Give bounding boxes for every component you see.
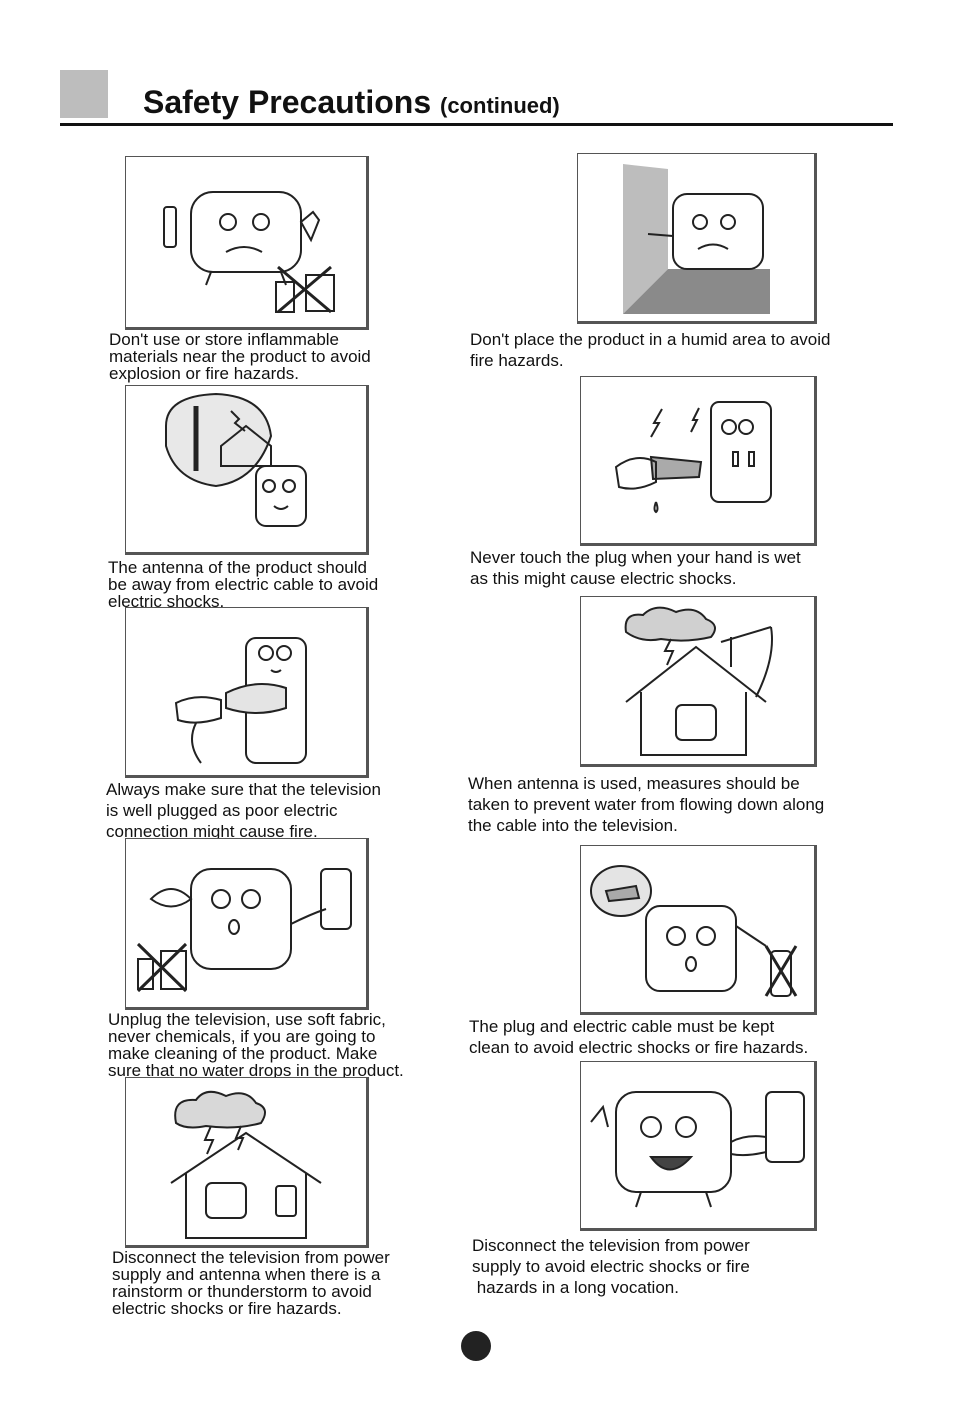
caption-line: When antenna is used, measures should be [468, 774, 800, 793]
caption-1: Don't use or store inflammable materials… [109, 331, 371, 382]
illustration-frame-10 [580, 1061, 817, 1231]
house-antenna-rain-icon [624, 606, 773, 756]
caption-line: the cable into the television. [468, 816, 678, 835]
caption-line: taken to prevent water from flowing down… [468, 795, 825, 814]
caption-2: The antenna of the product should be awa… [108, 559, 378, 610]
illustration-frame-4 [125, 838, 369, 1010]
page-subtitle: (continued) [440, 93, 560, 118]
caption-line: connection might cause fire. [106, 822, 318, 841]
caption-line: as this might cause electric shocks. [470, 569, 737, 588]
caption-8: When antenna is used, measures should be… [468, 773, 824, 836]
caption-line: materials near the product to avoid [109, 347, 371, 366]
caption-line: electric shocks or fire hazards. [112, 1299, 342, 1318]
caption-line: make cleaning of the product. Make [108, 1044, 378, 1063]
caption-line: Disconnect the television from power [472, 1236, 750, 1255]
caption-line: fire hazards. [470, 351, 564, 370]
caption-line: Don't place the product in a humid area … [470, 330, 831, 349]
illustration-frame-8 [580, 596, 817, 767]
caption-5: Disconnect the television from power sup… [112, 1249, 390, 1317]
caption-line: Unplug the television, use soft fabric, [108, 1010, 386, 1029]
caption-line: rainstorm or thunderstorm to avoid [112, 1282, 372, 1301]
caption-line: be away from electric cable to avoid [108, 575, 379, 594]
caption-line: Always make sure that the television [106, 780, 381, 799]
illustration-frame-1 [125, 156, 369, 330]
caption-line: Don't use or store inflammable [109, 330, 340, 349]
illustration-frame-2 [125, 385, 369, 555]
page-title: Safety Precautions (continued) [143, 84, 560, 121]
illustration-frame-6 [577, 153, 817, 324]
caption-line: The antenna of the product should [108, 558, 367, 577]
caption-3: Always make sure that the television is … [106, 779, 381, 842]
illustration-frame-3 [125, 607, 369, 778]
caption-line: sure that no water drops in the product. [108, 1061, 404, 1080]
caption-9: The plug and electric cable must be kept… [469, 1016, 808, 1058]
page-title-text: Safety Precautions [143, 84, 432, 120]
caption-line: The plug and electric cable must be kept [469, 1017, 775, 1036]
caption-line: hazards in a long vocation. [472, 1278, 679, 1297]
wet-hand-plug-icon [614, 401, 772, 514]
caption-7: Never touch the plug when your hand is w… [470, 547, 801, 589]
caption-line: explosion or fire hazards. [109, 364, 299, 383]
house-in-thunderstorm-icon [170, 1090, 322, 1239]
page-number-marker [461, 1331, 491, 1361]
clean-plug-no-spray-icon [590, 865, 798, 997]
caption-line: electric shocks. [108, 592, 225, 611]
illustration-frame-9 [580, 845, 817, 1015]
tv-with-flammable-bottles-icon [163, 191, 335, 314]
illustration-frame-7 [580, 376, 817, 546]
illustration-frame-5 [125, 1077, 369, 1248]
caption-4: Unplug the television, use soft fabric, … [108, 1011, 404, 1079]
header-tab-square [60, 70, 108, 118]
caption-line: supply and antenna when there is a [112, 1265, 381, 1284]
caption-6: Don't place the product in a humid area … [470, 329, 830, 371]
caption-line: supply to avoid electric shocks or fire [472, 1257, 750, 1276]
tv-unplugging-icon [590, 1091, 805, 1208]
caption-line: is well plugged as poor electric [106, 801, 338, 820]
hand-inserting-plug-icon [174, 637, 307, 764]
antenna-near-power-line-icon [165, 392, 307, 527]
tv-cleaning-unplug-icon [136, 868, 352, 993]
caption-line: never chemicals, if you are going to [108, 1027, 376, 1046]
tv-in-humid-corner-icon [623, 164, 770, 314]
caption-line: Disconnect the television from power [112, 1248, 390, 1267]
caption-10: Disconnect the television from power sup… [472, 1235, 750, 1298]
caption-line: clean to avoid electric shocks or fire h… [469, 1038, 809, 1057]
header-rule [60, 123, 893, 126]
caption-line: Never touch the plug when your hand is w… [470, 548, 801, 567]
